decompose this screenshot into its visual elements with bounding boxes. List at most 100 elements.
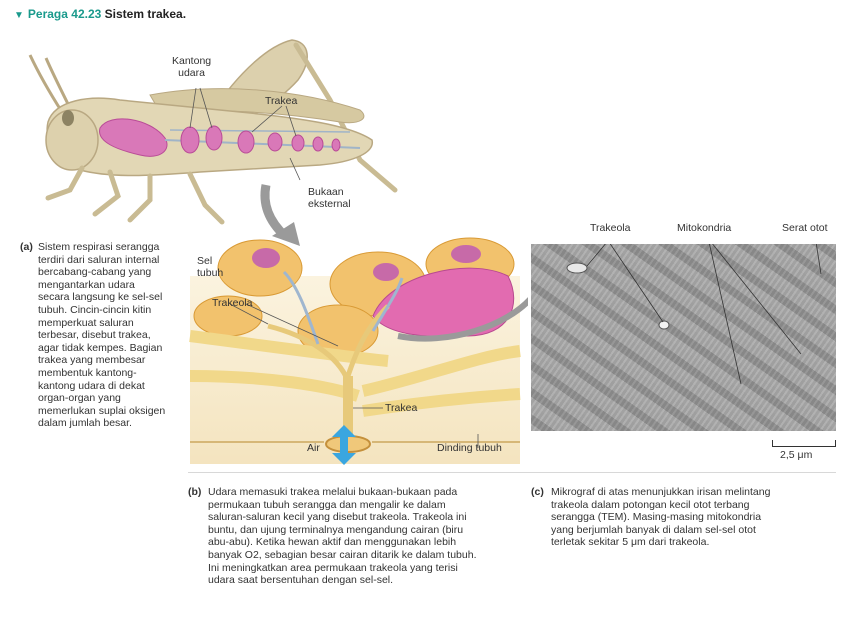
scale-label: 2,5 μm <box>780 449 813 461</box>
caption-line: Mikrograf di atas menunjukkan irisan mel… <box>551 486 771 498</box>
caption-line: buntu, dan ujung terminalnya mengandung … <box>208 523 464 536</box>
cell-nucleus <box>252 248 280 268</box>
caption-line: secara langsung ke sel-sel <box>38 291 163 304</box>
caption-line: membentuk kantong- <box>38 366 137 379</box>
tracheole <box>345 304 390 377</box>
micrograph-annotations <box>566 244 822 385</box>
leader-line <box>199 87 213 129</box>
label-tracheole-b: Trakeola <box>212 297 253 309</box>
label-line: Bukaan <box>308 186 344 198</box>
label-spiracle: Bukaan eksternal <box>308 186 351 210</box>
caption-line: memperkuat saluran <box>38 316 134 329</box>
body-cell <box>217 239 303 297</box>
caption-line: terletak sekitar 5 μm dari trakeola. <box>551 536 710 549</box>
caption-line: memerlukan suplai oksigen <box>38 404 166 417</box>
leader-line <box>229 303 269 325</box>
insect-head <box>45 109 99 171</box>
caption-letter: (c) <box>531 486 544 498</box>
label-tracheole-c: Trakeola <box>590 222 631 234</box>
label-line: Kantong <box>172 55 212 67</box>
antenna <box>28 54 64 113</box>
caption-letter: (b) <box>188 486 202 498</box>
zoom-arrow-head <box>272 222 300 246</box>
muscle-band <box>362 388 521 417</box>
caption-line: Sistem respirasi serangga <box>38 241 160 253</box>
caption-line: yang berjumlah banyak di dalam sel-sel o… <box>551 523 756 536</box>
air-sac-b <box>372 267 515 338</box>
caption-letter: (a) <box>20 241 33 253</box>
muscle-band <box>189 330 389 367</box>
cell-nucleus <box>373 263 399 281</box>
label-line: Sel <box>197 255 213 267</box>
caption-b: Udara memasuki trakea melalui bukaan-buk… <box>208 486 520 587</box>
caption-line: serangga (TEM). Masing-masing mitokondri… <box>551 511 762 524</box>
air-sac <box>267 132 283 152</box>
caption-line: udara saat bersentuhan dengan sel-sel. <box>208 574 394 587</box>
label-air-sacs: Kantong udara <box>172 55 211 79</box>
air-sac-large <box>99 118 168 157</box>
figure-title: ▼Peraga 42.23 Sistem trakea. <box>14 7 186 21</box>
caption-line: mengantarkan udara <box>38 278 135 291</box>
caption-line: tubuh. Cincin-cincin kitin <box>38 303 152 316</box>
caption-a-letter: (a) <box>20 241 42 254</box>
leader-line <box>189 87 197 129</box>
label-muscle-fiber: Serat otot <box>782 222 828 234</box>
air-sac <box>312 136 324 152</box>
label-body-wall: Dinding tubuh <box>437 442 502 454</box>
tracheole <box>371 277 404 332</box>
caption-c-letter: (c) <box>531 486 551 499</box>
leader-line <box>815 244 822 275</box>
cell-nucleus <box>451 245 481 263</box>
trachea-trunk <box>169 129 351 133</box>
figure-label: Peraga 42.23 <box>27 7 102 21</box>
tracheole-diagram <box>189 237 528 464</box>
leader-line <box>289 157 301 181</box>
caption-line: Udara memasuki trakea melalui bukaan-buk… <box>208 486 458 498</box>
caption-c: Mikrograf di atas menunjukkan irisan mel… <box>551 486 841 549</box>
divider <box>188 472 836 473</box>
front-leg <box>92 169 121 217</box>
caption-b-letter: (b) <box>188 486 208 499</box>
caption-line: agar tidak kempes. Bagian <box>38 341 163 354</box>
air-sac <box>237 130 255 154</box>
label-air: Air <box>307 442 320 454</box>
caption-line: kantong udara di dekat <box>38 379 145 392</box>
tracheole <box>267 323 351 383</box>
insect-eye <box>62 110 74 126</box>
air-sac <box>331 138 341 152</box>
caption-line: saluran-saluran kecil yang disebut trake… <box>208 511 467 524</box>
leader-line <box>251 105 283 133</box>
caption-line: abu-abu). Ketika hewan aktif dan menggun… <box>208 536 457 549</box>
leader-line <box>285 105 297 137</box>
label-mitochondria: Mitokondria <box>677 222 732 234</box>
caption-line: bercabang-cabang yang <box>38 266 152 279</box>
muscle-band <box>361 345 521 397</box>
label-body-cell: Sel tubuh <box>197 255 223 279</box>
caption-line: Ini meningkatkan area permukaan trakeola… <box>208 561 458 574</box>
caption-line: terbesar, disebut trakea, <box>38 329 151 342</box>
leader-line <box>586 244 606 267</box>
caption-line: banyak O2, sebagian besar cairan ditarik… <box>208 548 477 561</box>
leader-line <box>609 244 664 323</box>
air-flow-arrow-icon <box>332 425 356 465</box>
label-line: tubuh <box>197 267 224 279</box>
caption-line: trakeola dalam potongan kecil otot terba… <box>551 498 750 511</box>
leader-line <box>712 244 802 355</box>
label-line: udara <box>178 67 205 79</box>
leader-line <box>709 244 742 385</box>
tracheole-section <box>566 262 588 274</box>
front-leg <box>45 165 85 201</box>
caption-line: trakea yang membesar <box>38 354 146 367</box>
zoom-arrow <box>260 184 289 240</box>
triangle-marker-icon: ▼ <box>14 10 24 21</box>
label-trachea-a: Trakea <box>265 95 298 107</box>
scale-bar <box>772 440 836 447</box>
middle-leg <box>187 171 225 225</box>
caption-line: organ-organ yang <box>38 392 121 405</box>
air-sac <box>291 134 305 152</box>
air-sac <box>205 125 223 151</box>
zoom-arrow <box>397 296 528 342</box>
leader-line <box>245 303 339 347</box>
